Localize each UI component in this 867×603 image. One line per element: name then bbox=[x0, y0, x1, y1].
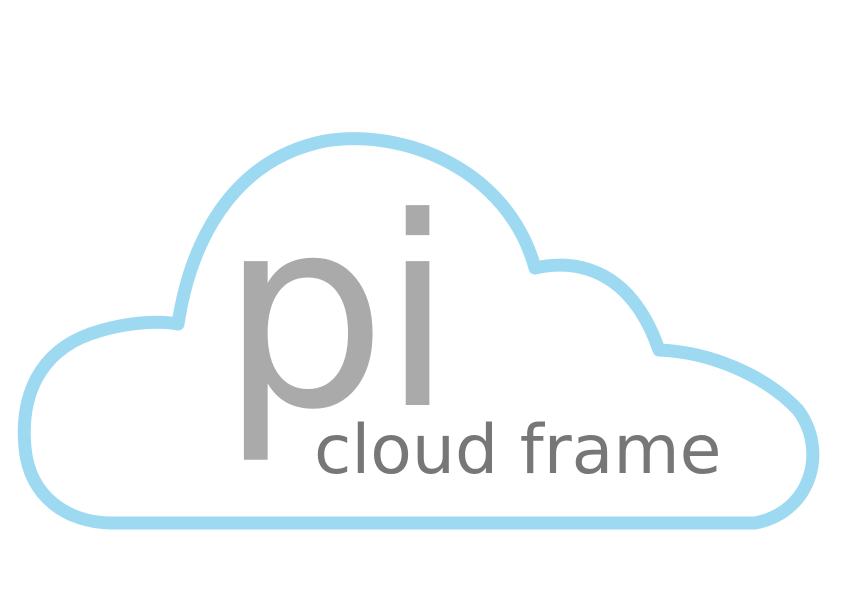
logo-cloud-frame-text: cloud frame bbox=[314, 411, 721, 490]
cloud-outline-icon bbox=[17, 132, 820, 530]
logo-pi-text: pi bbox=[220, 162, 448, 468]
